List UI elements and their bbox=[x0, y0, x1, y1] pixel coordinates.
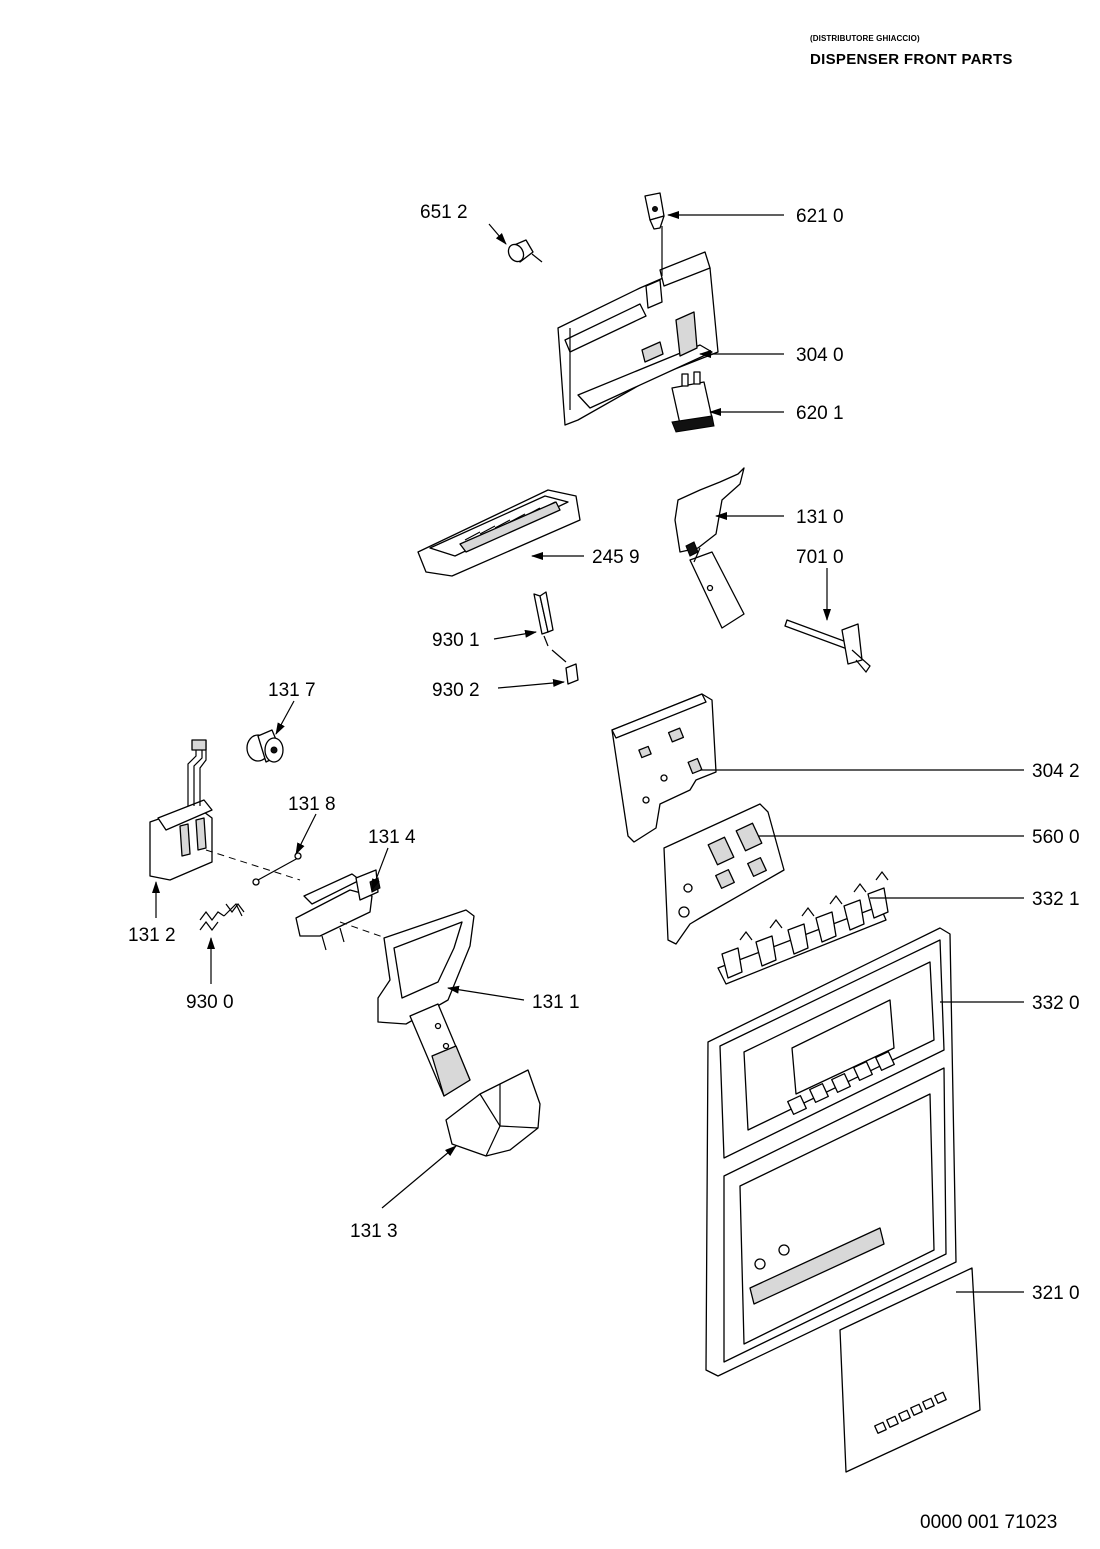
callout-332-1: 332 1 bbox=[1032, 889, 1080, 910]
callout-131-8: 131 8 bbox=[288, 794, 336, 815]
document-number: 0000 001 71023 bbox=[920, 1512, 1058, 1533]
callout-930-1: 930 1 bbox=[432, 630, 480, 651]
callout-131-3: 131 3 bbox=[350, 1221, 398, 1242]
part-131-3-drawing bbox=[445, 1069, 541, 1157]
callout-560-0: 560 0 bbox=[1032, 827, 1080, 848]
part-131-4-drawing bbox=[295, 869, 381, 951]
callout-701-0: 701 0 bbox=[796, 547, 844, 568]
callout-304-0: 304 0 bbox=[796, 345, 844, 366]
callout-304-2: 304 2 bbox=[1032, 761, 1080, 782]
callout-332-0: 332 0 bbox=[1032, 993, 1080, 1014]
part-131-8-drawing bbox=[252, 852, 302, 886]
part-131-2-drawing bbox=[149, 739, 213, 881]
part-620-1-drawing bbox=[671, 371, 715, 433]
part-245-9-drawing bbox=[417, 489, 581, 577]
part-304-0-drawing bbox=[557, 226, 719, 426]
callout-621-0: 621 0 bbox=[796, 206, 844, 227]
part-930-2-drawing bbox=[565, 663, 579, 685]
callout-930-2: 930 2 bbox=[432, 680, 480, 701]
part-321-0-drawing bbox=[839, 1267, 981, 1473]
part-332-1-drawing bbox=[717, 871, 889, 985]
callout-131-0: 131 0 bbox=[796, 507, 844, 528]
part-131-0-drawing bbox=[674, 467, 745, 629]
part-560-0-drawing bbox=[663, 803, 785, 945]
leader-lines bbox=[152, 211, 1024, 1293]
assembly-line-2 bbox=[339, 921, 421, 951]
part-131-7-drawing bbox=[246, 729, 284, 763]
callout-245-9: 245 9 bbox=[592, 547, 640, 568]
diagram-title: DISPENSER FRONT PARTS bbox=[810, 51, 1013, 68]
callout-131-1: 131 1 bbox=[532, 992, 580, 1013]
part-131-1-drawing bbox=[377, 909, 475, 1097]
callout-131-4: 131 4 bbox=[368, 827, 416, 848]
assembly-line-1 bbox=[205, 849, 301, 881]
callout-930-0: 930 0 bbox=[186, 992, 234, 1013]
callout-651-2: 651 2 bbox=[420, 202, 468, 223]
part-930-0-drawing bbox=[199, 902, 245, 931]
callout-131-2: 131 2 bbox=[128, 925, 176, 946]
part-621-0-drawing bbox=[644, 192, 665, 230]
part-304-2-drawing bbox=[611, 693, 717, 843]
callout-321-0: 321 0 bbox=[1032, 1283, 1080, 1304]
callout-620-1: 620 1 bbox=[796, 403, 844, 424]
diagram-subtitle: (DISTRIBUTORE GHIACCIO) bbox=[810, 34, 920, 43]
part-701-0-drawing bbox=[784, 619, 871, 674]
callout-131-7: 131 7 bbox=[268, 680, 316, 701]
part-651-2-drawing bbox=[507, 239, 543, 263]
part-332-0-drawing bbox=[705, 927, 957, 1377]
part-930-1-drawing bbox=[533, 591, 567, 663]
